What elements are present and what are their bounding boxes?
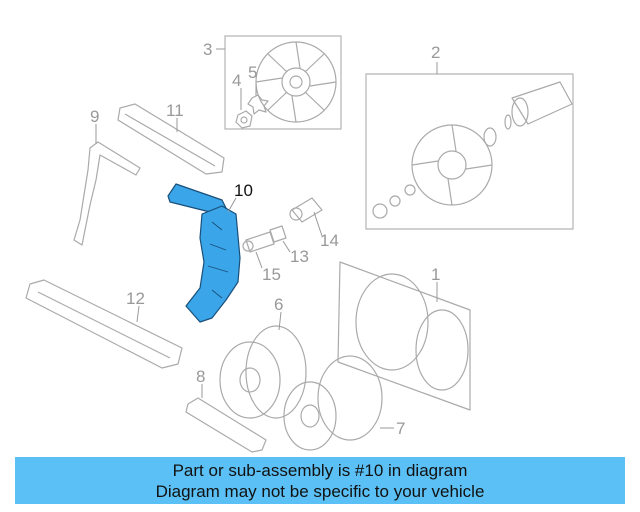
connector-14 xyxy=(289,197,323,223)
callout-15: 15 xyxy=(262,265,281,284)
callout-12: 12 xyxy=(126,289,145,308)
callout-13: 13 xyxy=(290,247,309,266)
lower-support-bar xyxy=(25,279,183,369)
callout-10: 10 xyxy=(234,181,253,200)
callout-2: 2 xyxy=(431,43,440,62)
callout-3: 3 xyxy=(203,40,212,59)
fan-6 xyxy=(219,325,307,419)
air-guide-highlighted xyxy=(167,183,241,323)
callout-6: 6 xyxy=(274,295,283,314)
seal-strip xyxy=(73,141,141,246)
callout-7: 7 xyxy=(396,419,405,438)
callout-14: 14 xyxy=(320,231,339,250)
switch-15 xyxy=(242,231,275,253)
motor-assembly-group xyxy=(365,73,574,230)
parts-diagram: 3 4 5 2 11 9 xyxy=(25,35,574,453)
fan-blade-group xyxy=(224,35,342,130)
callout-11: 11 xyxy=(166,101,184,120)
banner-line-1: Part or sub-assembly is #10 in diagram xyxy=(172,461,468,480)
fan-shroud xyxy=(337,261,471,411)
callout-1: 1 xyxy=(431,265,440,284)
fan-7 xyxy=(283,355,383,451)
info-banner: Part or sub-assembly is #10 in diagram D… xyxy=(15,457,625,504)
callout-5: 5 xyxy=(248,63,257,82)
upper-support-bar xyxy=(117,103,225,175)
callout-9: 9 xyxy=(90,107,99,126)
callout-8: 8 xyxy=(196,367,205,386)
air-guide-panel xyxy=(185,205,241,323)
nut-part xyxy=(235,110,253,129)
washer-part xyxy=(247,94,269,115)
callout-4: 4 xyxy=(232,71,241,90)
bracket-13 xyxy=(269,225,287,243)
belt-8 xyxy=(185,397,267,453)
banner-line-2: Diagram may not be specific to your vehi… xyxy=(155,482,485,501)
